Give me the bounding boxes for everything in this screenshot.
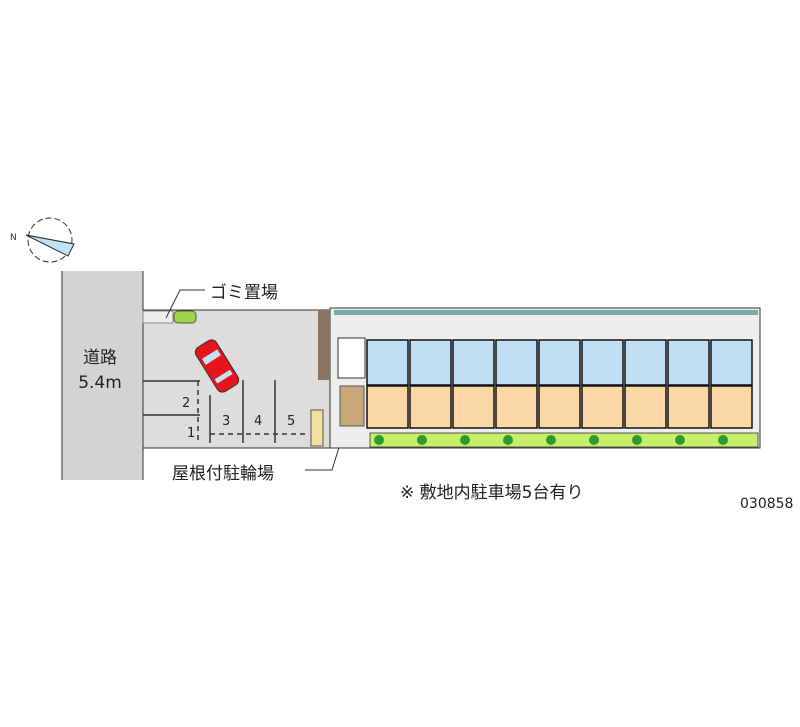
parking-space-5: 5 (287, 414, 295, 429)
apartment-units (366, 339, 753, 429)
garbage-label: ゴミ置場 (210, 282, 278, 303)
wet-area (366, 339, 409, 386)
tree-icon (632, 435, 642, 445)
room (710, 385, 753, 429)
parking-note: ※ 敷地内駐車場5台有り (400, 483, 583, 503)
tree-icon (589, 435, 599, 445)
room (452, 385, 495, 429)
bicycle-parking (310, 409, 324, 447)
wall (318, 310, 330, 380)
tree-icon (374, 435, 384, 445)
parking-space-4: 4 (254, 414, 262, 429)
tree-icon (718, 435, 728, 445)
apartment-unit (581, 339, 624, 429)
apartment-unit (710, 339, 753, 429)
green-strip (369, 432, 759, 448)
tree-icon (546, 435, 556, 445)
tree-icon (460, 435, 470, 445)
wet-area (624, 339, 667, 386)
room (581, 385, 624, 429)
tree-icon (503, 435, 513, 445)
road-width-label: 5.4m (78, 373, 122, 393)
tree-icon (675, 435, 685, 445)
parking-space-1: 1 (187, 426, 195, 441)
room (366, 385, 409, 429)
apartment-unit (538, 339, 581, 429)
apartment-unit (452, 339, 495, 429)
parking-space-2: 2 (182, 396, 190, 411)
room (538, 385, 581, 429)
apartment-unit (495, 339, 538, 429)
wet-area (409, 339, 452, 386)
road (62, 271, 143, 480)
wet-area (538, 339, 581, 386)
wet-area (581, 339, 624, 386)
apartment-unit (409, 339, 452, 429)
room (624, 385, 667, 429)
north-compass-icon: N (10, 217, 75, 263)
car-icon (194, 339, 240, 393)
parking-space-3: 3 (222, 414, 230, 429)
bicycle-parking-label: 屋根付駐輪場 (172, 464, 274, 484)
tree-icon (417, 435, 427, 445)
room (495, 385, 538, 429)
wet-area (452, 339, 495, 386)
wet-area (495, 339, 538, 386)
apartment-unit (366, 339, 409, 429)
wet-area (667, 339, 710, 386)
road-label: 道路 (83, 348, 117, 368)
property-code: 030858 (740, 496, 793, 512)
garbage-area (173, 310, 197, 324)
apartment-unit (624, 339, 667, 429)
room (667, 385, 710, 429)
stairs (337, 337, 366, 379)
apartment-unit (667, 339, 710, 429)
room (409, 385, 452, 429)
svg-text:N: N (10, 233, 17, 243)
wet-area (710, 339, 753, 386)
